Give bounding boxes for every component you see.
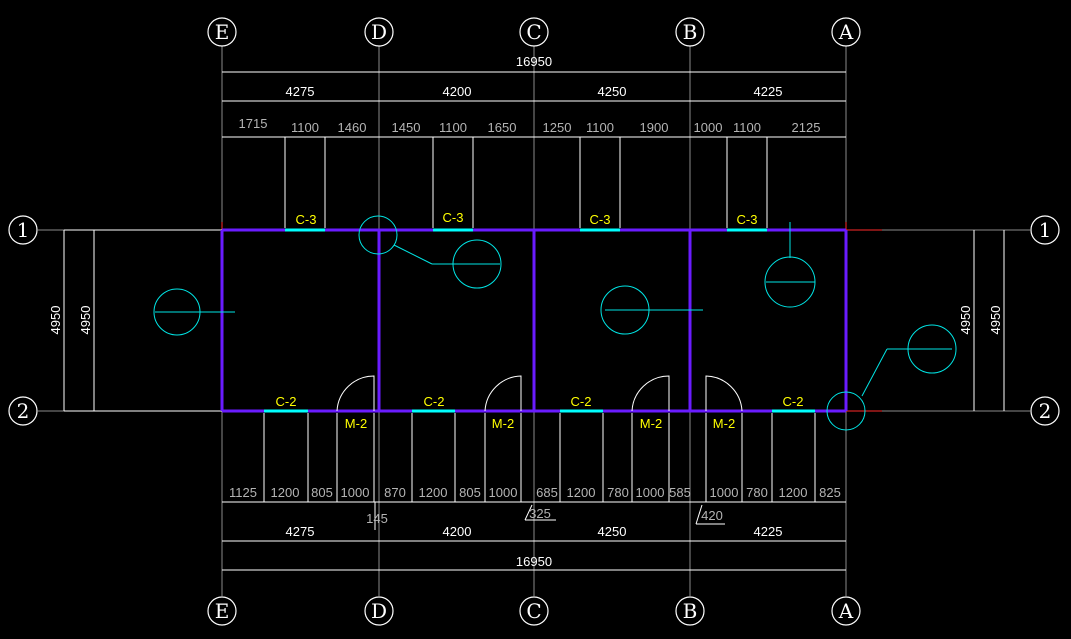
dim-bottom-11: 780 bbox=[607, 485, 629, 500]
opening-tags: C-3 C-3 C-3 C-3 C-2 C-2 C-2 C-2 M-2 M-2 … bbox=[276, 210, 804, 431]
dim-bottom-9: 685 bbox=[536, 485, 558, 500]
symbol-circle-7 bbox=[826, 391, 866, 431]
symbols bbox=[153, 215, 957, 431]
dim-height-right-1: 4950 bbox=[958, 306, 973, 335]
dim-top-9: 1900 bbox=[640, 120, 669, 135]
tag-window-top-4: C-3 bbox=[737, 212, 758, 227]
dim-height-left-1: 4950 bbox=[48, 306, 63, 335]
axis-bubbles bbox=[8, 17, 1060, 626]
dim-extra-325: 325 bbox=[529, 506, 551, 521]
dim-top-12: 2125 bbox=[792, 120, 821, 135]
doors bbox=[336, 375, 743, 412]
tag-window-bottom-2: C-2 bbox=[424, 394, 445, 409]
axis-label-top-e: E bbox=[215, 20, 230, 44]
dim-bottom-17: 825 bbox=[819, 485, 841, 500]
axis-label-top-d: D bbox=[371, 20, 387, 44]
axis-label-left-1: 1 bbox=[17, 218, 30, 242]
dim-top-7: 1250 bbox=[543, 120, 572, 135]
dim-extra-145: 145 bbox=[366, 511, 388, 526]
dim-bottom-3: 805 bbox=[311, 485, 333, 500]
axis-label-right-1: 1 bbox=[1039, 218, 1052, 242]
axis-label-bottom-d: D bbox=[371, 599, 387, 623]
symbol-circle-2 bbox=[358, 215, 398, 255]
windows bbox=[264, 228, 815, 413]
axis-extensions bbox=[180, 222, 882, 412]
axis-label-right-2: 2 bbox=[1039, 399, 1052, 423]
tag-window-bottom-4: C-2 bbox=[783, 394, 804, 409]
bottom-dimension-lines bbox=[222, 413, 846, 571]
dim-bay-bottom-3: 4250 bbox=[598, 524, 627, 539]
dim-height-left-2: 4950 bbox=[78, 306, 93, 335]
dim-bay-top-1: 4275 bbox=[286, 84, 315, 99]
dim-bay-top-3: 4250 bbox=[598, 84, 627, 99]
dim-bottom-10: 1200 bbox=[567, 485, 596, 500]
dim-bottom-13: 585 bbox=[669, 485, 691, 500]
axis-label-bottom-c: C bbox=[526, 599, 541, 623]
dim-bottom-1: 1125 bbox=[229, 485, 257, 500]
dim-bottom-2: 1200 bbox=[271, 485, 300, 500]
tag-door-2: M-2 bbox=[492, 416, 514, 431]
tag-window-top-3: C-3 bbox=[590, 212, 611, 227]
dim-top-2: 1100 bbox=[291, 120, 319, 135]
axis-label-bottom-b: B bbox=[683, 599, 698, 623]
dim-bay-top-4: 4225 bbox=[754, 84, 783, 99]
door-3 bbox=[631, 375, 670, 412]
tag-window-bottom-3: C-2 bbox=[571, 394, 592, 409]
axis-label-top-b: B bbox=[683, 20, 698, 44]
dim-bay-bottom-1: 4275 bbox=[286, 524, 315, 539]
dim-top-5: 1100 bbox=[439, 120, 467, 135]
dim-total-bottom: 16950 bbox=[516, 554, 552, 569]
dim-height-right-2: 4950 bbox=[988, 306, 1003, 335]
side-dimension-lines bbox=[63, 229, 1005, 412]
dim-top-3: 1460 bbox=[338, 120, 367, 135]
tag-window-top-1: C-3 bbox=[296, 212, 317, 227]
axis-label-left-2: 2 bbox=[17, 399, 30, 423]
dim-bay-top-2: 4200 bbox=[443, 84, 472, 99]
dim-bottom-15: 780 bbox=[746, 485, 768, 500]
dim-bottom-14: 1000 bbox=[710, 485, 739, 500]
axis-label-bottom-a: A bbox=[838, 599, 854, 623]
dim-total-top: 16950 bbox=[516, 54, 552, 69]
dim-top-1: 1715 bbox=[239, 116, 268, 131]
dim-bottom-5: 870 bbox=[384, 485, 406, 500]
tag-window-bottom-1: C-2 bbox=[276, 394, 297, 409]
dim-bottom-8: 1000 bbox=[489, 485, 518, 500]
dim-bay-bottom-4: 4225 bbox=[754, 524, 783, 539]
axis-label-top-c: C bbox=[526, 20, 541, 44]
dim-top-10: 1000 bbox=[694, 120, 723, 135]
axis-label-top-a: A bbox=[838, 20, 854, 44]
door-2 bbox=[484, 375, 522, 412]
top-dimension-lines bbox=[222, 71, 846, 228]
tag-window-top-2: C-3 bbox=[443, 210, 464, 225]
dim-bottom-6: 1200 bbox=[419, 485, 448, 500]
dim-extra-420: 420 bbox=[701, 508, 723, 523]
tag-door-1: M-2 bbox=[345, 416, 367, 431]
dim-top-4: 1450 bbox=[392, 120, 421, 135]
dim-top-8: 1100 bbox=[586, 120, 614, 135]
door-1 bbox=[336, 375, 375, 412]
dimension-texts: 16950 4275 4200 4250 4225 1715 1100 1460… bbox=[48, 54, 1003, 569]
dim-bottom-12: 1000 bbox=[636, 485, 665, 500]
walls bbox=[220, 228, 848, 413]
dim-bottom-16: 1200 bbox=[779, 485, 808, 500]
tag-door-4: M-2 bbox=[713, 416, 735, 431]
door-4 bbox=[705, 375, 743, 412]
dim-bottom-7: 805 bbox=[459, 485, 481, 500]
tag-door-3: M-2 bbox=[640, 416, 662, 431]
dim-bay-bottom-2: 4200 bbox=[443, 524, 472, 539]
dim-top-11: 1100 bbox=[733, 120, 761, 135]
axis-label-bottom-e: E bbox=[215, 599, 230, 623]
dim-top-6: 1650 bbox=[488, 120, 517, 135]
axis-labels: E D C B A E D C B A 1 2 1 2 bbox=[17, 20, 1052, 623]
dim-bottom-4: 1000 bbox=[341, 485, 370, 500]
